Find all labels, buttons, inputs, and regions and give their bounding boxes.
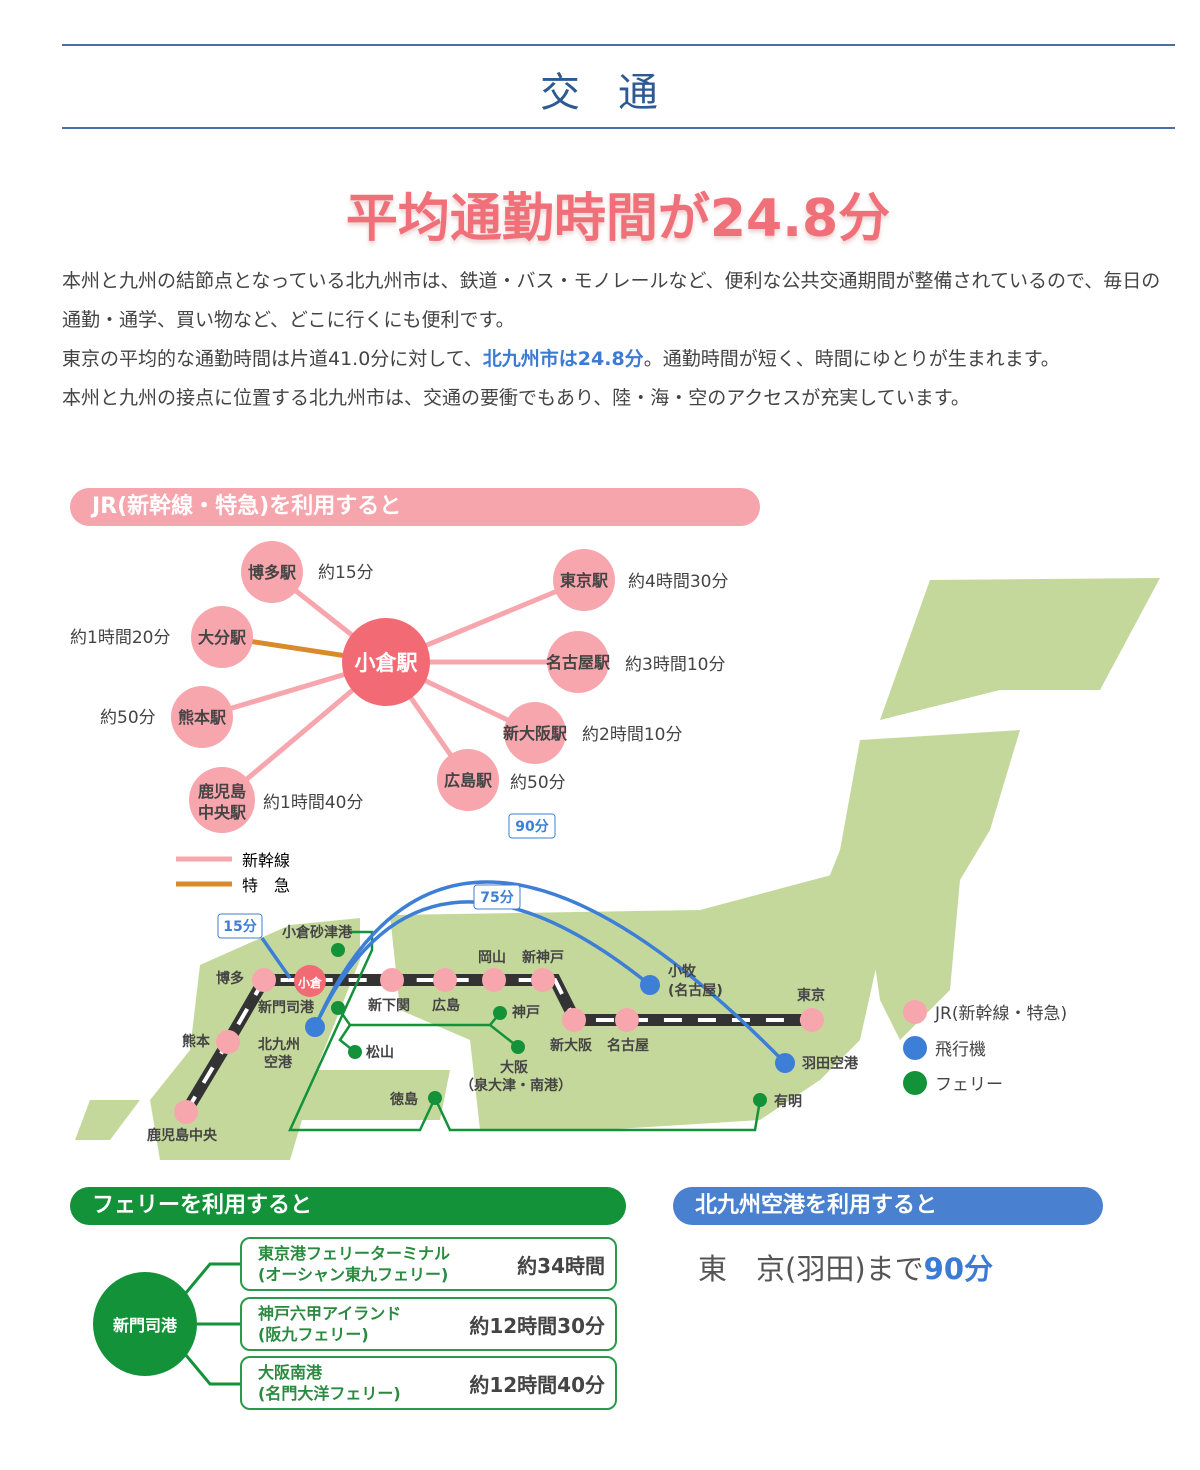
time-tokyo: 約4時間30分: [628, 572, 728, 592]
label-airport-2: 空港: [264, 1054, 293, 1071]
highlight-commute: 北九州市は24.8分: [482, 348, 644, 370]
route-operator: (名門大洋フェリー): [258, 1384, 401, 1403]
ferry-route: 大阪南港 (名門大洋フェリー) 約12時間40分: [240, 1356, 617, 1410]
station-shinosaka: 新大阪駅: [503, 724, 568, 743]
label-okayama: 岡山: [478, 950, 506, 966]
label-nagoya: 名古屋: [607, 1037, 649, 1054]
intro-paragraph-1: 本州と九州の結節点となっている北九州市は、鉄道・バス・モノレールなど、便利な公共…: [62, 270, 1161, 331]
intro-text-b: 。通勤時間が短く、時間にゆとりが生まれます。: [643, 348, 1060, 370]
label-tokyo: 東京: [797, 987, 825, 1004]
kokura-hub: [342, 618, 430, 706]
time-kumamoto: 約50分: [100, 708, 156, 728]
station-kagoshima-1: 鹿児島: [198, 782, 246, 801]
time-hakata: 約15分: [318, 563, 374, 583]
airport-destination: 東 京(羽田)まで: [698, 1252, 924, 1286]
label-shimonoseki: 新下関: [368, 997, 410, 1014]
flight-time-75: 75分: [480, 890, 513, 906]
station-oita: 大分駅: [198, 628, 247, 647]
station-tokyo: 東京駅: [560, 571, 609, 590]
flight-time-90: 90分: [515, 819, 548, 835]
label-kobe: 神戸: [512, 1004, 540, 1021]
kokura-map-station: [294, 965, 326, 997]
label-haneda: 羽田空港: [802, 1055, 859, 1072]
station-nagoya: 名古屋駅: [546, 653, 611, 672]
route-time: 約12時間40分: [469, 1372, 605, 1397]
legend-limited: 特 急: [242, 876, 290, 895]
airports: [305, 975, 795, 1073]
label-osaka-1: 大阪: [500, 1059, 529, 1076]
label-hiroshima: 広島: [432, 997, 460, 1014]
japan-map: [75, 578, 1160, 1160]
ferry-ports: [331, 943, 767, 1107]
legend-jr: JR(新幹線・特急): [934, 1003, 1067, 1024]
legend-shinkansen: 新幹線: [242, 851, 290, 870]
route-dest: 神戸六甲アイランド: [258, 1304, 402, 1323]
label-ariake: 有明: [774, 1093, 802, 1110]
ferry-connectors: [178, 1262, 240, 1386]
time-hiroshima: 約50分: [510, 773, 566, 793]
label-kokura: 小倉: [298, 975, 323, 990]
label-hakata: 博多: [216, 970, 244, 987]
legend-ferry: フェリー: [935, 1075, 1003, 1095]
label-komaki-2: (名古屋): [668, 982, 723, 999]
time-shinosaka: 約2時間10分: [582, 725, 682, 745]
label-kagoshima: 鹿児島中央: [146, 1127, 218, 1144]
airport-time: 90分: [923, 1252, 993, 1286]
station-kumamoto: 熊本駅: [178, 708, 227, 727]
label-shinosaka: 新大阪: [550, 1037, 593, 1054]
label-osaka-2: （泉大津・南港）: [460, 1077, 572, 1094]
ferry-section-header: フェリーを利用すると: [70, 1187, 626, 1225]
route-operator: (オーシャン東九フェリー): [258, 1265, 449, 1284]
rail-line: [180, 974, 812, 1116]
time-oita: 約1時間20分: [70, 628, 170, 648]
transport-diagram: 小倉駅 博多駅 大分駅 熊本駅 鹿児島 中央駅 広島駅 新大阪駅 名古屋駅 東京…: [70, 541, 1160, 1160]
route-operator: (阪九フェリー): [258, 1325, 369, 1344]
hub-label: 小倉駅: [355, 651, 419, 675]
label-kokura-port: 小倉砂津港: [282, 924, 353, 941]
ferry-route: 東京港フェリーターミナル (オーシャン東九フェリー) 約34時間: [240, 1237, 617, 1291]
jr-section-header: JR(新幹線・特急)を利用すると: [70, 488, 760, 526]
time-nagoya: 約3時間10分: [625, 655, 725, 675]
top-divider: [62, 44, 1175, 46]
intro-paragraph-3: 本州と九州の接点に位置する北九州市は、交通の要衝でもあり、陸・海・空のアクセスが…: [62, 387, 970, 409]
airport-access: 東 京(羽田)まで90分: [698, 1246, 993, 1288]
intro-text: 本州と九州の結節点となっている北九州市は、鉄道・バス・モノレールなど、便利な公共…: [62, 262, 1172, 418]
ferry-hub-shinmoji: 新門司港: [93, 1272, 197, 1376]
flight-time-15: 15分: [223, 919, 256, 935]
route-time: 約12時間30分: [469, 1313, 605, 1338]
station-kagoshima-2: 中央駅: [198, 803, 247, 822]
ferry-route: 神戸六甲アイランド (阪九フェリー) 約12時間30分: [240, 1297, 617, 1351]
headline: 平均通勤時間が24.8分: [345, 189, 891, 249]
label-komaki-1: 小牧: [668, 963, 697, 980]
airport-section-header: 北九州空港を利用すると: [673, 1187, 1103, 1225]
route-dest: 東京港フェリーターミナル: [258, 1244, 451, 1263]
jr-station-circles: [171, 541, 615, 833]
label-shinmoji: 新門司港: [258, 999, 315, 1016]
route-dest: 大阪南港: [258, 1363, 323, 1382]
map-labels: 博多 小倉 熊本 鹿児島中央 新門司港 小倉砂津港 北九州 空港 新下関 広島 …: [146, 924, 859, 1144]
label-airport-1: 北九州: [258, 1037, 300, 1053]
intro-paragraph-2: 東京の平均的な通勤時間は片道41.0分に対して、北九州市は24.8分。通勤時間が…: [62, 340, 1172, 379]
label-tokushima: 徳島: [389, 1091, 418, 1108]
flight-routes: [260, 880, 787, 1065]
station-hiroshima: 広島駅: [444, 771, 493, 790]
intro-text-a: 東京の平均的な通勤時間は片道41.0分に対して、: [62, 348, 483, 370]
rail-stations: [174, 968, 824, 1124]
station-hakata: 博多駅: [248, 563, 297, 582]
label-kumamoto: 熊本: [182, 1033, 211, 1050]
label-matsuyama: 松山: [366, 1044, 394, 1061]
page-title: 交通: [540, 70, 696, 116]
legend-plane: 飛行機: [935, 1040, 986, 1060]
flight-time-tags: 15分 75分 90分: [217, 813, 556, 939]
time-kagoshima: 約1時間40分: [263, 793, 363, 813]
route-time: 約34時間: [517, 1253, 605, 1278]
title-divider: [62, 127, 1175, 129]
label-shinkobe: 新神戸: [522, 949, 564, 966]
map-legend: JR(新幹線・特急) 飛行機 フェリー: [903, 1000, 1067, 1095]
